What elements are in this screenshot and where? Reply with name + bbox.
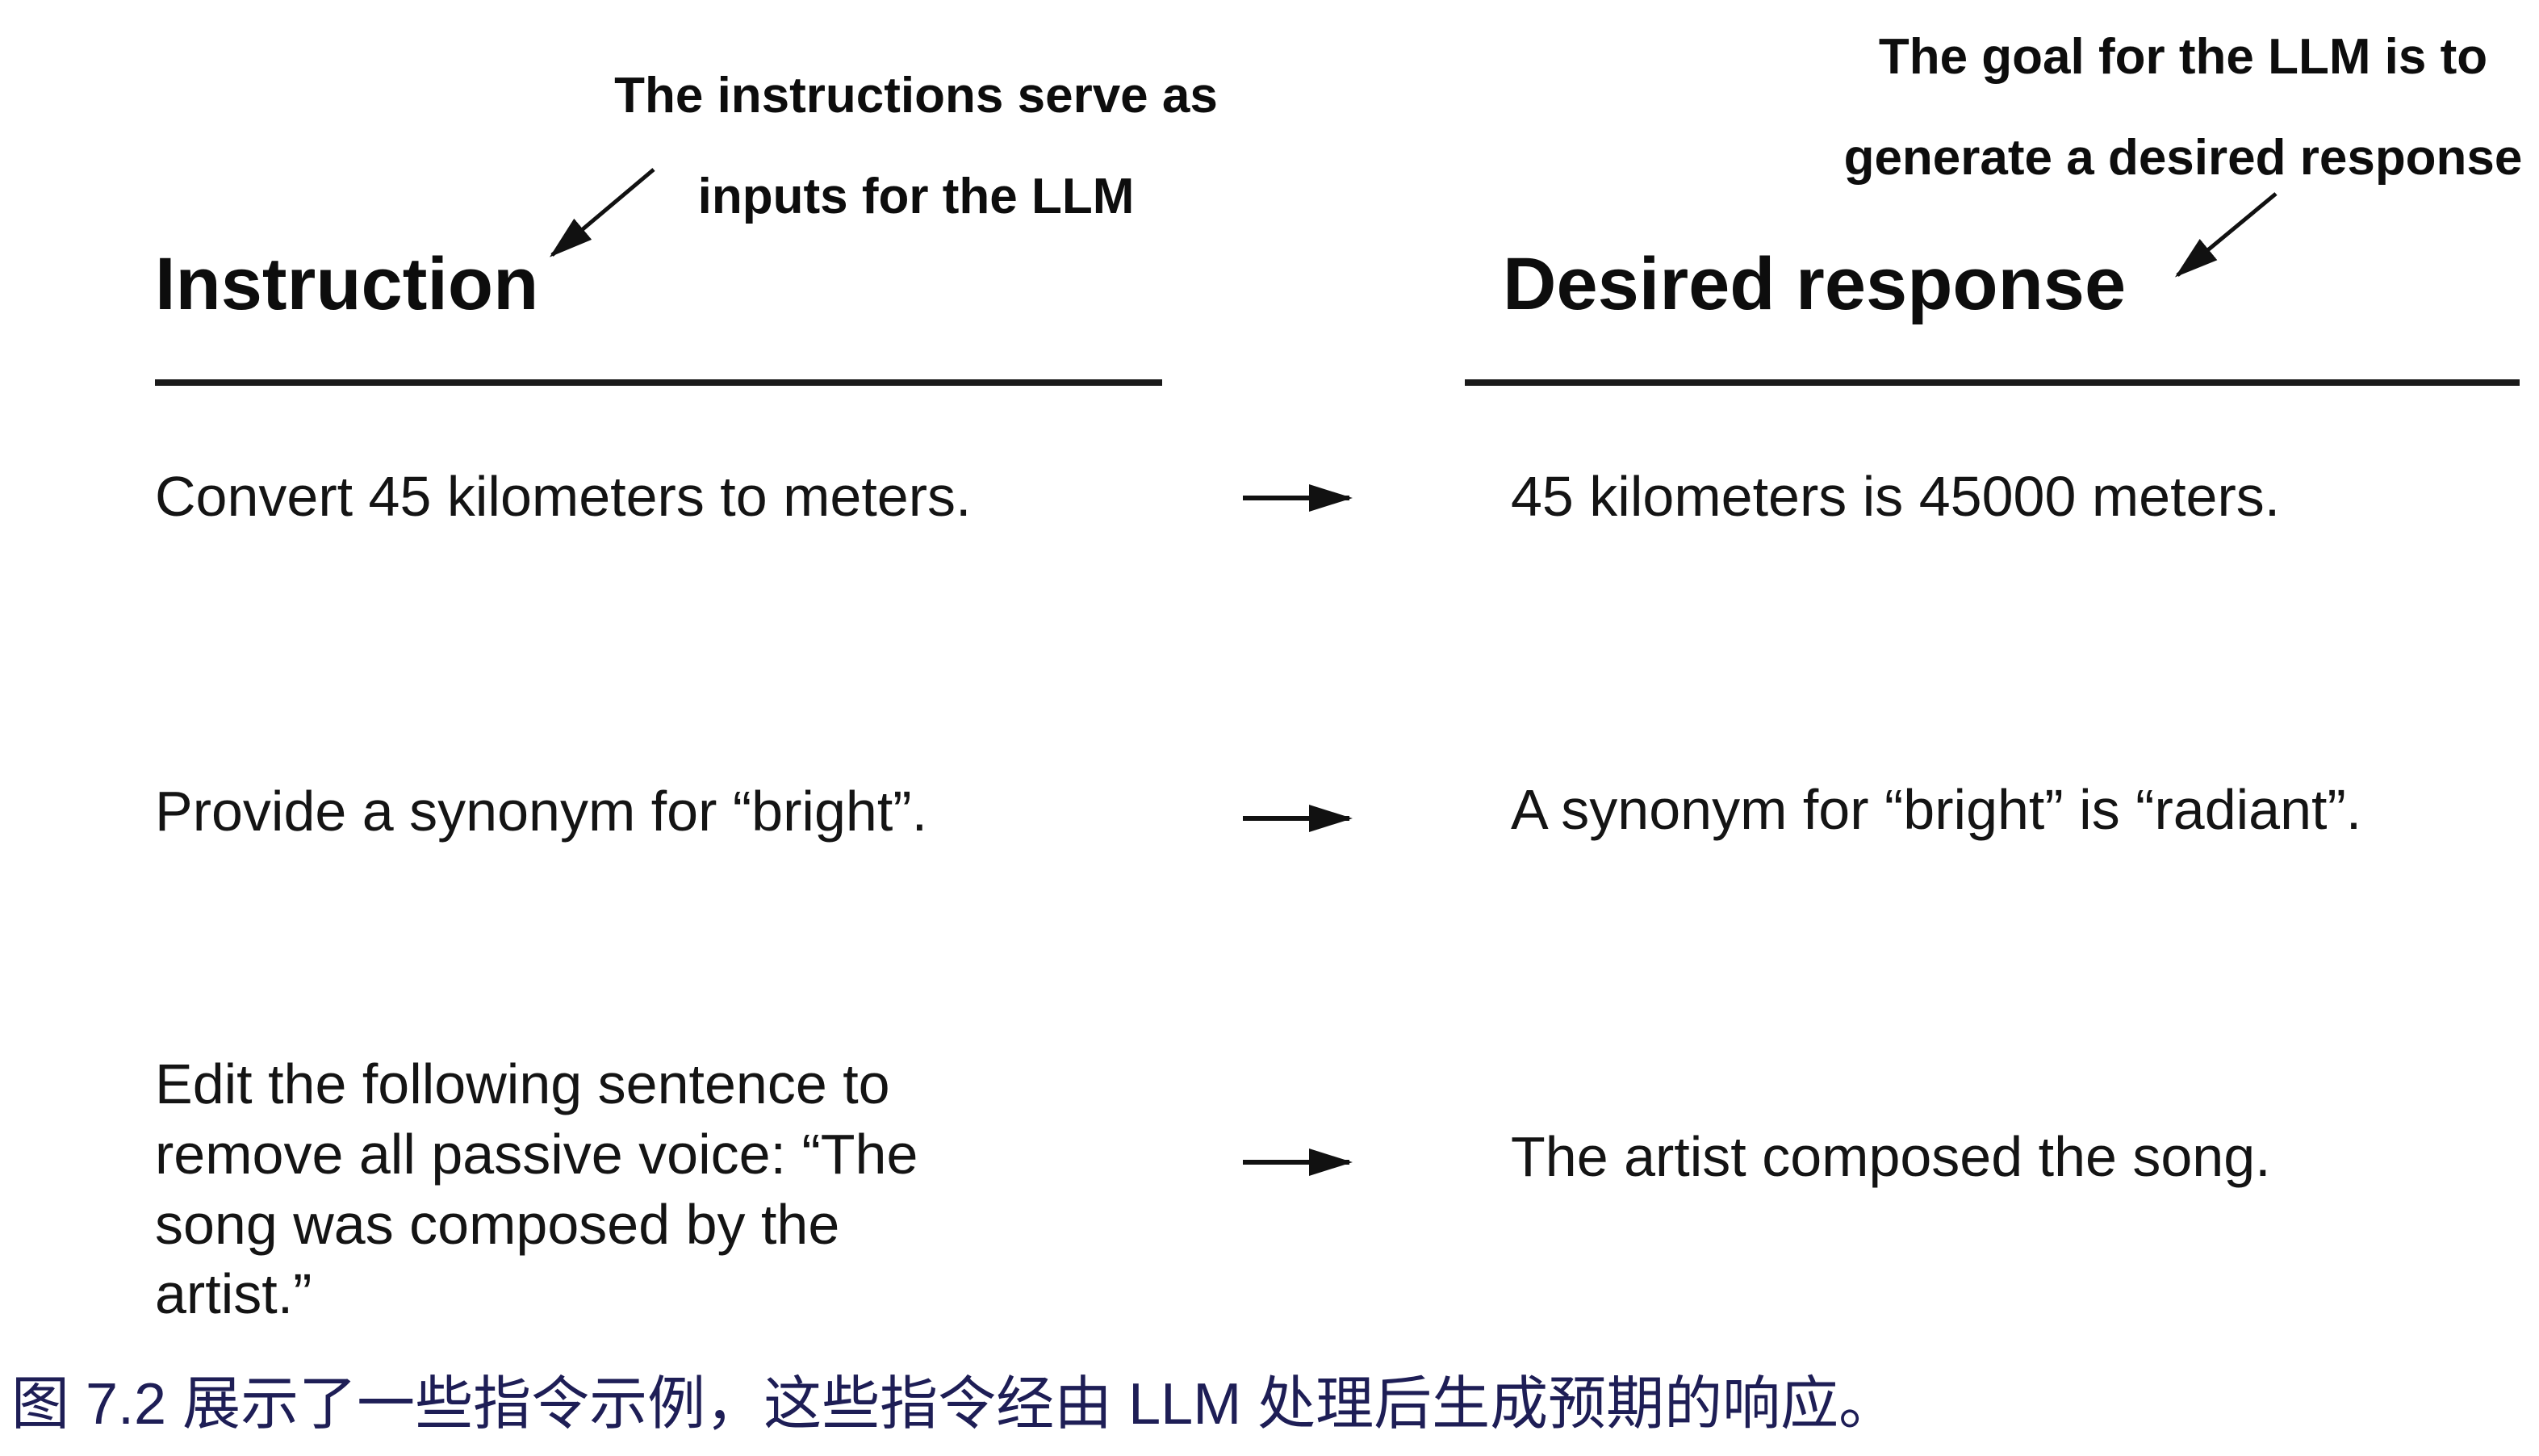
annotation-right: The goal for the LLM is to generate a de… [1816,6,2539,208]
instruction-cell: Convert 45 kilometers to meters. [155,465,972,528]
figure-caption: 图 7.2 展示了一些指令示例，这些指令经由 LLM 处理后生成预期的响应。 [11,1372,1897,1437]
instruction-cell: Provide a synonym for “bright”. [155,780,928,843]
annotation-right-line2: generate a desired response [1843,130,2523,186]
response-column-header: Desired response [1503,243,2127,325]
annotation-left-line1: The instructions serve as [614,68,1218,123]
response-cell: The artist composed the song. [1511,1125,2271,1188]
response-cell: 45 kilometers is 45000 meters. [1511,465,2281,528]
instruction-column-header: Instruction [155,243,539,325]
annotation-right-line1: The goal for the LLM is to [1878,29,2488,85]
instruction-cell: Edit the following sentence to remove al… [155,1052,918,1326]
response-cell: A synonym for “bright” is “radiant”. [1511,778,2362,841]
response-header-divider [1465,379,2520,386]
annotation-left: The instructions serve as inputs for the… [557,45,1275,247]
annotation-left-line2: inputs for the LLM [697,169,1135,224]
instruction-header-divider [155,379,1162,386]
